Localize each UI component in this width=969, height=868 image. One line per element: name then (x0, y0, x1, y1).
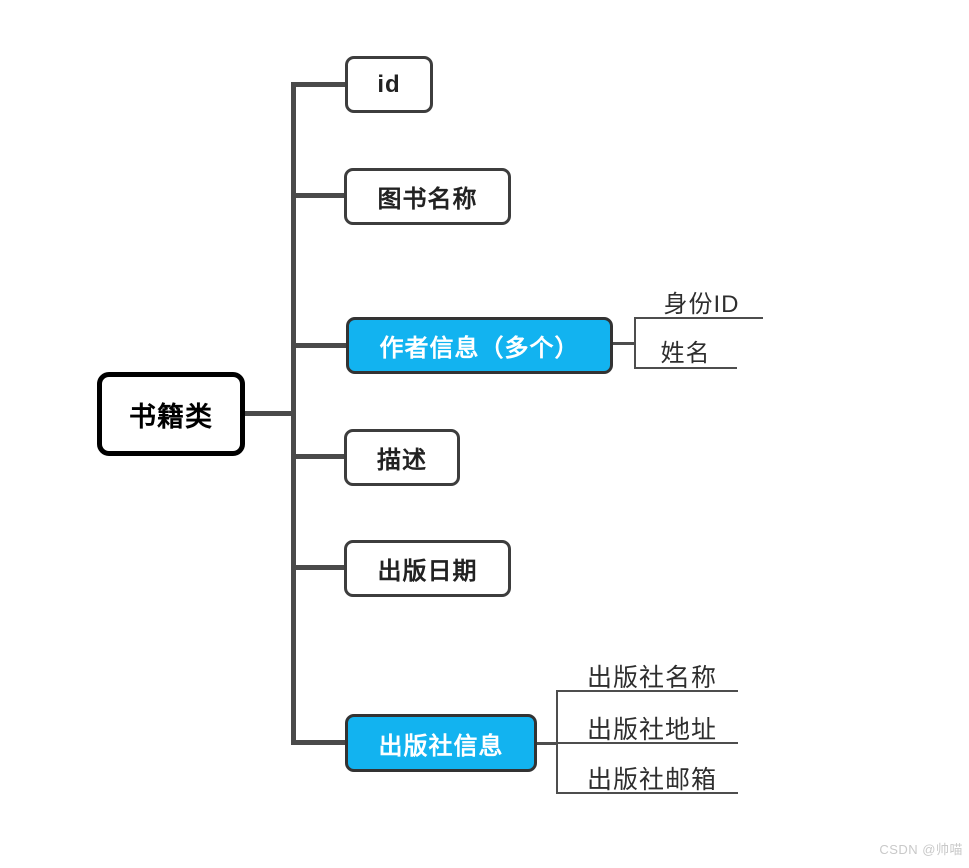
branch-connector-book-name (291, 193, 344, 198)
node-author-info-label: 作者信息（多个） (379, 335, 580, 362)
leaf-publisher-name: 出版社名称 (566, 658, 738, 694)
node-book-name-label: 图书名称 (377, 186, 478, 213)
node-publisher-info: 出版社信息 (345, 714, 537, 772)
node-author-info: 作者信息（多个） (346, 317, 613, 374)
watermark-text: CSDN @帅喵 (879, 842, 963, 857)
node-publisher-info-label: 出版社信息 (378, 732, 504, 760)
leaf-underline-publisher-email (556, 792, 738, 794)
node-description-label: 描述 (377, 447, 427, 474)
leaf-underline-name (634, 367, 737, 369)
watermark: CSDN @帅喵 (879, 839, 963, 858)
node-publish-date-label: 出版日期 (377, 558, 478, 585)
branch-connector-publisher-info (291, 740, 345, 745)
leaf-name-label: 姓名 (660, 340, 711, 367)
node-description: 描述 (344, 429, 460, 486)
leaf-name: 姓名 (634, 333, 737, 368)
publisher-children-connector (537, 742, 556, 745)
node-root: 书籍类 (97, 372, 245, 456)
node-root-label: 书籍类 (129, 401, 213, 432)
node-id: id (345, 56, 433, 113)
leaf-underline-publisher-address (556, 742, 738, 744)
leaf-publisher-address: 出版社地址 (566, 710, 738, 746)
trunk-vertical-line (291, 82, 296, 745)
node-book-name: 图书名称 (344, 168, 511, 225)
root-connector-line (245, 411, 293, 416)
author-children-bracket-line (634, 317, 636, 369)
leaf-publisher-email-label: 出版社邮箱 (586, 766, 717, 794)
leaf-underline-identity-id (634, 317, 763, 319)
branch-connector-description (291, 454, 344, 459)
branch-connector-id (291, 82, 345, 87)
leaf-underline-publisher-name (556, 690, 738, 692)
leaf-publisher-email: 出版社邮箱 (566, 760, 738, 796)
node-publish-date: 出版日期 (344, 540, 511, 597)
branch-connector-author-info (291, 343, 346, 348)
leaf-publisher-address-label: 出版社地址 (586, 716, 717, 744)
leaf-identity-id-label: 身份ID (663, 291, 740, 318)
leaf-publisher-name-label: 出版社名称 (586, 664, 717, 692)
branch-connector-publish-date (291, 565, 344, 570)
leaf-identity-id: 身份ID (640, 284, 763, 319)
node-id-label: id (377, 70, 401, 98)
author-children-connector (613, 342, 636, 345)
